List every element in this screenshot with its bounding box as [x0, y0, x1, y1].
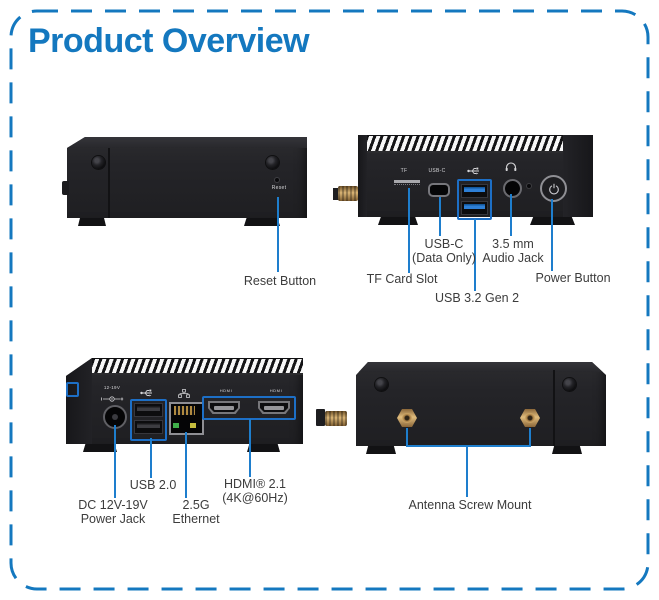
callout-line-usb20	[150, 438, 152, 478]
tf-marking: TF	[400, 168, 408, 174]
usb20-port	[134, 420, 163, 434]
panel-seam	[108, 148, 110, 218]
usb32-port	[461, 201, 488, 215]
callout-line-audio	[510, 194, 512, 236]
device-foot	[247, 444, 280, 452]
screw-icon	[375, 378, 388, 391]
callout-line-usb32	[474, 219, 476, 291]
hdmi-marking: HDMI	[219, 388, 233, 393]
usb20-outline-box	[130, 399, 167, 441]
callout-line-antenna-left	[406, 428, 408, 447]
heatsink-fins	[92, 358, 303, 375]
device-side-view: Reset	[67, 137, 307, 218]
page-title: Product Overview	[28, 22, 310, 60]
hdmi-port-tab	[214, 406, 234, 410]
usb-c-marking: USB-C	[428, 168, 446, 174]
device-front-io-view: TF USB-C	[358, 135, 593, 220]
screw-icon	[563, 378, 576, 391]
callout-label-dc: DC 12V-19V Power Jack	[78, 498, 148, 526]
usb-c-port	[428, 183, 450, 197]
callout-line-hdmi	[249, 419, 251, 477]
usb-tongue	[464, 204, 485, 209]
usb20-port	[134, 403, 163, 417]
device-foot	[244, 218, 280, 226]
device-foot	[78, 218, 106, 226]
device-foot	[83, 444, 117, 452]
antenna-connector-icon	[325, 411, 347, 426]
dc-center-pin	[112, 414, 118, 420]
tf-slot-serration	[394, 184, 420, 185]
antenna-connector-icon	[338, 186, 358, 201]
device-rear-io-view: 12-19V	[66, 358, 303, 444]
callout-line-antenna-right	[529, 428, 531, 447]
hdmi-marking: HDMI	[269, 388, 283, 393]
callout-label-reset: Reset Button	[243, 274, 317, 289]
callout-line-usbc	[439, 197, 441, 236]
callout-line-tf	[408, 188, 410, 273]
antenna-connector-base	[333, 188, 339, 200]
dc-polarity-icon	[101, 396, 124, 402]
dc-marking: 12-19V	[103, 385, 121, 390]
ethernet-led-yellow	[190, 423, 196, 428]
headphone-icon	[505, 162, 517, 171]
device-top-face	[356, 362, 606, 372]
tf-card-slot	[394, 180, 420, 183]
usb-tongue	[464, 187, 485, 192]
callout-line-antenna-stem	[466, 447, 468, 497]
callout-label-usb32: USB 3.2 Gen 2	[434, 291, 520, 305]
heatsink-fins	[366, 135, 563, 153]
antenna-mount-core	[525, 413, 535, 423]
callout-label-usb20: USB 2.0	[129, 478, 177, 492]
ethernet-icon	[178, 389, 190, 398]
device-left-face	[358, 135, 367, 217]
power-button	[540, 175, 567, 202]
reset-pinhole	[275, 178, 279, 182]
callout-label-hdmi: HDMI® 2.1 (4K@60Hz)	[222, 477, 288, 505]
antenna-screw-mount-icon	[397, 409, 417, 427]
usb-tongue	[137, 406, 160, 411]
antenna-screw-mount-icon	[520, 409, 540, 427]
hdmi-port-tab	[264, 406, 284, 410]
antenna-mount-core	[402, 413, 412, 423]
reset-marking: Reset	[271, 185, 287, 191]
callout-line-reset	[277, 197, 279, 272]
callout-bracket-antenna	[406, 445, 531, 447]
audio-jack	[503, 179, 522, 198]
callout-line-ethernet	[185, 432, 187, 498]
callout-label-ethernet: 2.5G Ethernet	[172, 498, 220, 526]
superspeed-usb-icon	[467, 167, 479, 175]
ethernet-led-green	[173, 423, 179, 428]
reset-button-label: Reset Button	[243, 274, 317, 288]
device-foot	[378, 217, 418, 225]
device-right-face	[563, 135, 593, 217]
device-foot	[366, 446, 396, 454]
usb-tongue	[137, 423, 160, 428]
power-led-hole	[527, 184, 531, 188]
callout-label-power: Power Button	[535, 271, 611, 285]
callout-label-antenna: Antenna Screw Mount	[408, 498, 532, 512]
callout-label-audio: 3.5 mm Audio Jack	[482, 237, 544, 265]
antenna-connector-base	[316, 409, 325, 426]
device-top-face	[67, 137, 307, 148]
side-antenna-stub	[62, 181, 69, 195]
device-foot	[552, 446, 582, 454]
device-bottom-view	[356, 362, 606, 446]
screw-icon	[266, 156, 279, 169]
usb32-port	[461, 184, 488, 198]
ethernet-port	[169, 402, 204, 435]
screw-icon	[92, 156, 105, 169]
callout-label-tf: TF Card Slot	[366, 272, 438, 286]
usb-icon	[140, 389, 152, 397]
rj45-pins	[174, 406, 195, 415]
side-port-outline-box	[66, 382, 79, 397]
hdmi-port	[208, 401, 240, 414]
callout-line-dc	[114, 425, 116, 498]
hdmi-port	[258, 401, 290, 414]
panel-seam	[553, 370, 555, 446]
callout-label-usbc: USB-C (Data Only)	[412, 237, 476, 265]
power-icon	[548, 183, 559, 194]
callout-line-power	[551, 199, 553, 271]
